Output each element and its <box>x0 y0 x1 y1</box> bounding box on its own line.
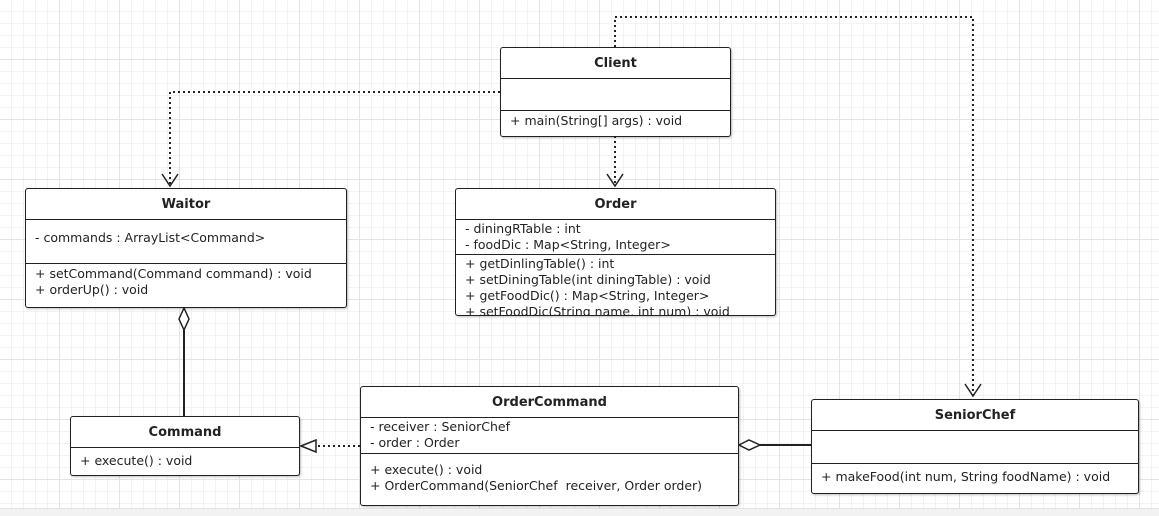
relation-ordercommand-command[interactable] <box>298 438 360 454</box>
open-arrow-head <box>161 173 179 188</box>
attributes-section: - receiver : SeniorChef - order : Order <box>361 418 738 453</box>
dependency-line <box>169 91 500 184</box>
class-waitor[interactable]: Waitor - commands : ArrayList<Command> +… <box>25 188 347 308</box>
methods-section: + getDinlingTable() : int + setDiningTab… <box>456 254 775 316</box>
method-line: + setCommand(Command command) : void <box>35 266 312 281</box>
method-line: + execute() : void <box>80 453 193 468</box>
class-name: Client <box>501 48 730 79</box>
relation-waitor-command[interactable] <box>178 306 190 416</box>
attributes-section <box>501 79 730 110</box>
class-client[interactable]: Client + main(String[] args) : void <box>500 47 731 137</box>
open-arrow-head <box>964 383 982 398</box>
attributes-section <box>812 431 1138 463</box>
dependency-line <box>614 16 974 395</box>
class-command[interactable]: Command + execute() : void <box>70 416 300 476</box>
attributes-section: - commands : ArrayList<Command> <box>26 220 346 263</box>
method-line: + setFoodDic(String name, int num) : voi… <box>465 304 730 316</box>
method-line: + orderUp() : void <box>35 282 149 297</box>
method-line: + main(String[] args) : void <box>510 113 683 128</box>
methods-section: + execute() : void <box>71 448 299 471</box>
method-line: + execute() : void <box>370 462 483 477</box>
method-line: + setDiningTable(int diningTable) : void <box>465 272 711 287</box>
methods-section: + execute() : void + OrderCommand(Senior… <box>361 453 738 496</box>
hollow-triangle-head <box>298 438 317 454</box>
attribute-line: - commands : ArrayList<Command> <box>35 230 266 245</box>
relation-client-order[interactable] <box>606 136 624 188</box>
aggregation-diamond <box>178 306 190 332</box>
method-line: + OrderCommand(SeniorChef receiver, Orde… <box>370 478 703 493</box>
class-name: OrderCommand <box>361 387 738 418</box>
canvas-bottom-scrollbar[interactable] <box>0 508 1159 516</box>
relation-client-seniorchef[interactable] <box>614 16 982 398</box>
class-order[interactable]: Order - diningRTable : int - foodDic : M… <box>455 188 776 316</box>
attribute-line: - order : Order <box>370 435 460 450</box>
attribute-line: - foodDic : Map<String, Integer> <box>465 237 671 252</box>
attribute-line: - receiver : SeniorChef <box>370 419 511 434</box>
class-seniorchef[interactable]: SeniorChef + makeFood(int num, String fo… <box>811 399 1139 494</box>
class-name: Command <box>71 417 299 448</box>
method-line: + getFoodDic() : Map<String, Integer> <box>465 288 710 303</box>
method-line: + makeFood(int num, String foodName) : v… <box>821 469 1111 484</box>
attribute-line: - diningRTable : int <box>465 221 581 236</box>
aggregation-diamond <box>737 439 762 451</box>
class-name: SeniorChef <box>812 400 1138 431</box>
relation-ordercommand-seniorchef[interactable] <box>737 439 811 451</box>
relation-client-waitor[interactable] <box>161 91 500 188</box>
class-ordercommand[interactable]: OrderCommand - receiver : SeniorChef - o… <box>360 386 739 506</box>
class-name: Order <box>456 189 775 220</box>
open-arrow-head <box>606 173 624 188</box>
methods-section: + setCommand(Command command) : void + o… <box>26 263 346 300</box>
methods-section: + main(String[] args) : void <box>501 110 730 131</box>
class-name: Waitor <box>26 189 346 220</box>
method-line: + getDinlingTable() : int <box>465 256 615 271</box>
methods-section: + makeFood(int num, String foodName) : v… <box>812 463 1138 487</box>
attributes-section: - diningRTable : int - foodDic : Map<Str… <box>456 220 775 254</box>
